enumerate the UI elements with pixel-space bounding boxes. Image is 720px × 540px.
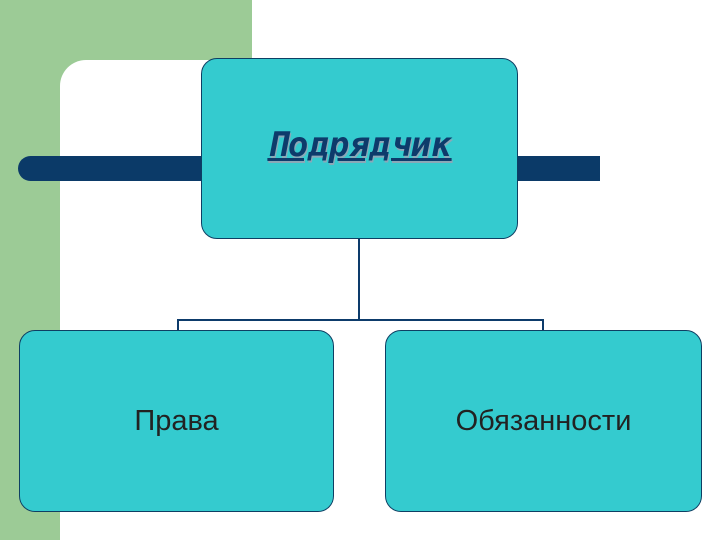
child-node-label-rights: Права	[134, 404, 219, 437]
connector-horizontal	[177, 319, 544, 321]
connector-root-vertical	[358, 239, 360, 320]
decorative-bar-right	[515, 156, 600, 181]
root-node-label: Подрядчик	[267, 124, 452, 165]
child-node-box-rights: Права	[19, 330, 334, 512]
connector-left-drop	[177, 319, 179, 331]
child-node-label-duties: Обязанности	[455, 404, 632, 437]
root-node-box: Подрядчик	[201, 58, 518, 239]
connector-right-drop	[542, 319, 544, 331]
decorative-bar-left	[18, 156, 218, 181]
child-node-box-duties: Обязанности	[385, 330, 702, 512]
